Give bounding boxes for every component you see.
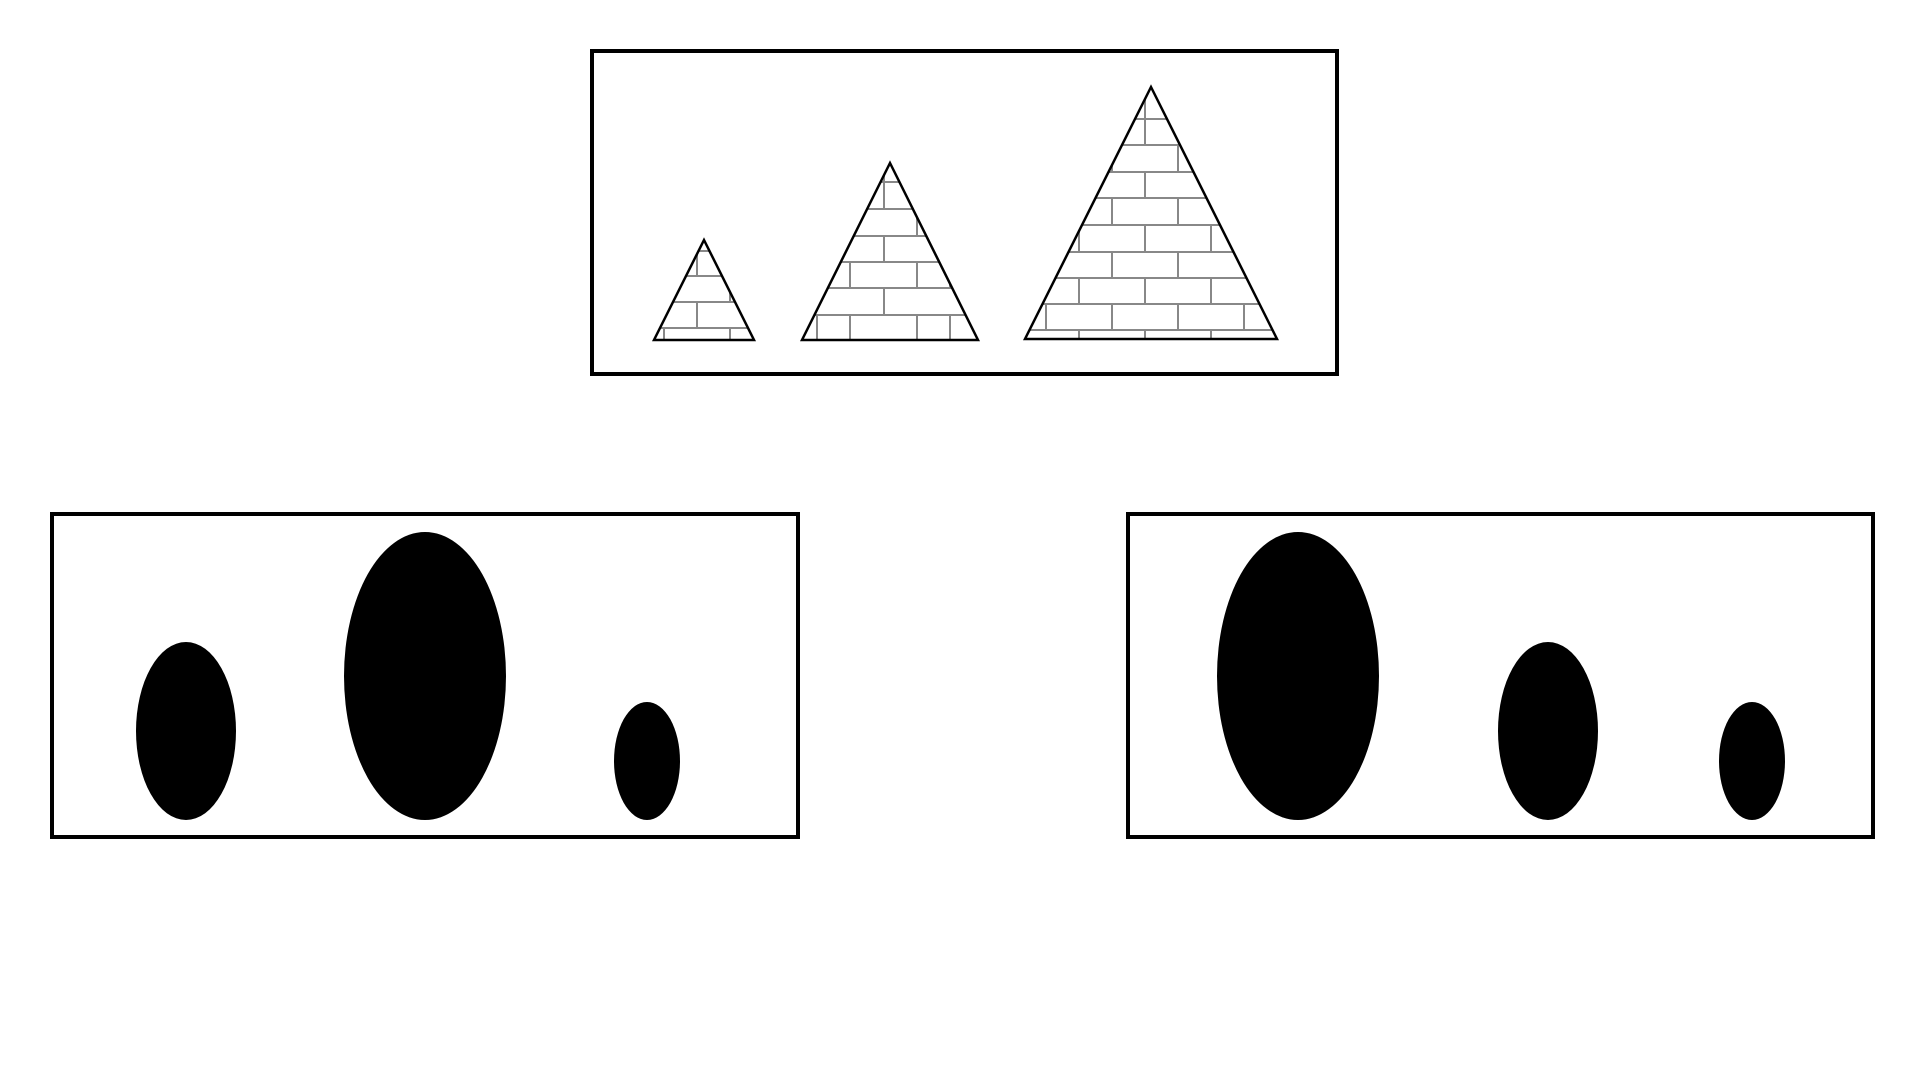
pyramid-small: [651, 237, 757, 342]
pyramid-small-outline: [651, 237, 757, 342]
pyramid-medium: [799, 160, 981, 342]
question-panel-frame: [590, 49, 1339, 376]
option-left-ellipse-medium: [136, 642, 236, 820]
pyramid-large: [1022, 84, 1280, 341]
option-right-ellipse-large: [1217, 532, 1379, 820]
option-left-panel[interactable]: [50, 512, 800, 839]
question-panel: [590, 49, 1339, 376]
option-right-panel[interactable]: [1126, 512, 1875, 839]
pyramid-medium-outline: [799, 160, 981, 342]
brick-pattern-large: [1025, 94, 1277, 339]
option-right-ellipse-medium: [1498, 642, 1598, 820]
brick-pattern-medium: [802, 163, 978, 340]
option-left-ellipse-small: [614, 702, 680, 820]
pyramid-large-outline: [1022, 84, 1280, 341]
option-right-ellipse-small: [1719, 702, 1785, 820]
option-left-ellipse-large: [344, 532, 506, 820]
